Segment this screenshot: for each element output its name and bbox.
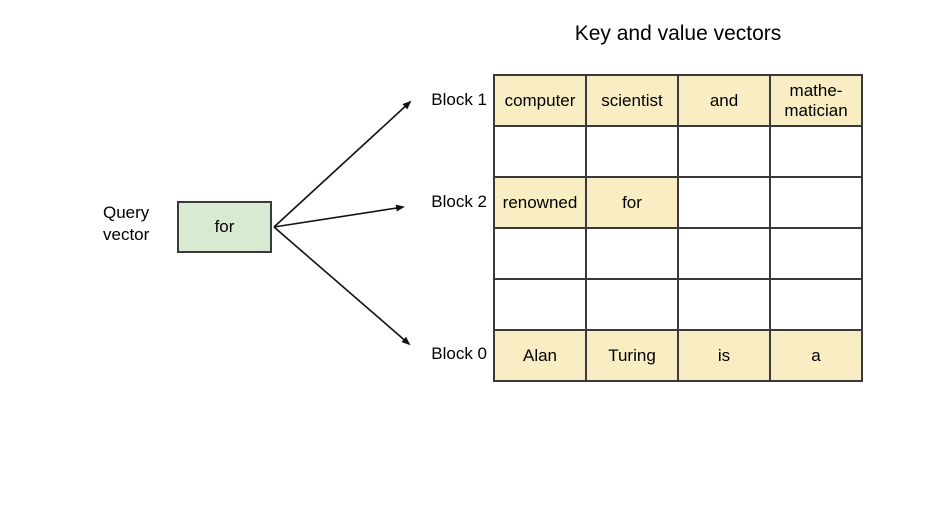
query-vector-label: Query vector bbox=[103, 203, 150, 245]
block-1-label: Block 1 bbox=[431, 90, 487, 109]
table-cell bbox=[771, 178, 863, 229]
table-cell: Turing bbox=[587, 331, 679, 382]
block-2-label: Block 2 bbox=[431, 192, 487, 211]
table-cell bbox=[495, 229, 587, 280]
table-cell: is bbox=[679, 331, 771, 382]
table-cell bbox=[679, 127, 771, 178]
table-cell: Alan bbox=[495, 331, 587, 382]
table-cell: renowned bbox=[495, 178, 587, 229]
table-cell bbox=[679, 229, 771, 280]
query-vector-box: for bbox=[177, 201, 272, 253]
table-cell bbox=[771, 229, 863, 280]
table-cell: mathe- matician bbox=[771, 76, 863, 127]
table-cell bbox=[495, 280, 587, 331]
table-cell bbox=[679, 178, 771, 229]
block-0-label: Block 0 bbox=[431, 344, 487, 363]
table-cell bbox=[587, 127, 679, 178]
query-vector-box-text: for bbox=[214, 217, 235, 236]
diagram-title: Key and value vectors bbox=[574, 22, 782, 45]
key-value-table: computer scientist and mathe- matician r… bbox=[493, 74, 863, 382]
table-cell: a bbox=[771, 331, 863, 382]
table-cell bbox=[587, 280, 679, 331]
table-cell: scientist bbox=[587, 76, 679, 127]
table-cell: and bbox=[679, 76, 771, 127]
table-cell bbox=[679, 280, 771, 331]
table-cell: for bbox=[587, 178, 679, 229]
table-cell bbox=[771, 280, 863, 331]
table-cell: computer bbox=[495, 76, 587, 127]
arrow-to-block-0 bbox=[273, 226, 411, 346]
table-cell bbox=[495, 127, 587, 178]
table-cell bbox=[587, 229, 679, 280]
table-cell bbox=[771, 127, 863, 178]
